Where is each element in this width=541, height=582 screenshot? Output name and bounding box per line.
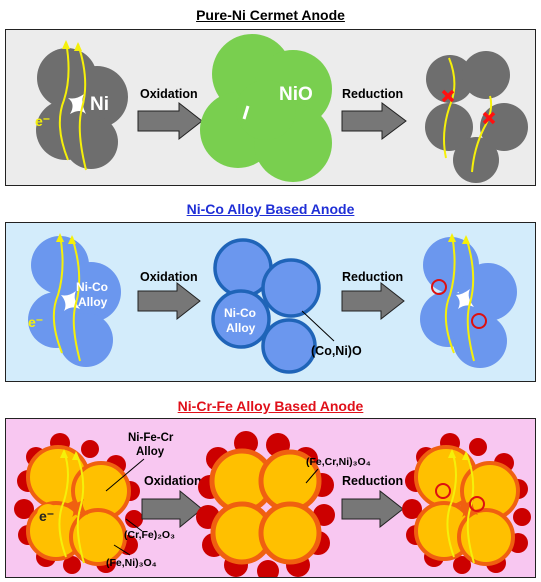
crack-x-icon [441,89,496,125]
oxidation-arrow-icon [137,281,201,321]
pore-shape [458,499,478,517]
electron-badge [37,504,59,526]
nio-particle-cluster [200,34,332,182]
electron-label: e⁻ [39,508,54,524]
reduction-arrow-icon [341,281,405,321]
restored-electron-path [444,233,475,362]
restored-electron-path [446,449,475,564]
electron-path [58,40,87,171]
oxidation-arrow-icon [137,101,203,141]
oxidized-bumps [196,431,335,582]
oxide-inner-label-line1: Ni-Co [224,306,256,320]
nico-label-line1: Ni-Co [76,280,108,294]
callout-line [301,310,335,342]
alloy-label-line2: Alloy [136,446,165,458]
oxidized-alloy-cluster [209,448,322,565]
panel-pure-ni: e⁻ Ni Oxidation NiO Reduction [5,29,536,186]
oxidation-label: Oxidation [144,474,202,488]
alloy-label-line1: Ni-Fe-Cr [128,432,174,444]
oxide-callout: (Co,Ni)O [311,344,362,358]
electron-label: e⁻ [35,113,50,129]
oxide-inner-label-line2: Alloy [226,321,256,335]
callout-cr-fe-oxide: (Cr,Fe)₂O₃ [124,529,175,541]
ni-cr-fe-diagram: e⁻ Ni-Fe-Cr Alloy (Cr,Fe)₂O₃ (Fe,Ni)₃O₄ … [14,431,531,582]
panel-ni-cr-fe: e⁻ Ni-Fe-Cr Alloy (Cr,Fe)₂O₃ (Fe,Ni)₃O₄ … [5,418,536,582]
nico-label-line2: Alloy [78,295,108,309]
oxidation-label: Oxidation [140,87,198,101]
oxidation-arrow-icon [141,489,203,529]
reduction-label: Reduction [342,474,403,488]
fecrni-callout-line [305,468,319,484]
ni-co-diagram: e⁻ Ni-Co Alloy Oxidation Ni-Co Alloy (Co… [28,233,517,374]
alloy-particle-cluster [26,445,131,566]
reduced-alloy-cluster [414,445,520,566]
reduction-label: Reduction [342,270,403,284]
electron-label: e⁻ [28,314,43,330]
nio-crack-mark [242,105,250,120]
reduction-label: Reduction [342,87,403,101]
reduction-arrow-icon [341,489,404,529]
contact-ring-icon [435,483,485,512]
panel-3-title: Ni-Cr-Fe Alloy Based Anode [177,398,364,414]
electron-path [52,233,81,362]
callout-fe-ni-oxide: (Fe,Ni)₃O₄ [106,557,157,569]
contact-ring-icon [431,279,487,329]
nico-oxidized-cluster [211,238,321,374]
pure-ni-diagram: e⁻ Ni Oxidation NiO Reduction [35,34,528,183]
callout-fe-cr-ni-oxide: (Fe,Cr,Ni)₃O₄ [306,456,371,468]
nio-label: NiO [279,84,313,105]
electron-path [58,449,85,564]
feni-callout-line [113,544,131,556]
panel-1-title: Pure-Ni Cermet Anode [196,7,345,23]
reduction-arrow-icon [341,102,407,140]
oxidation-label: Oxidation [140,270,198,284]
ni-label: Ni [90,94,109,115]
panel-2-title: Ni-Co Alloy Based Anode [186,201,355,217]
pore-shape [68,499,88,517]
panel-ni-co: e⁻ Ni-Co Alloy Oxidation Ni-Co Alloy (Co… [5,222,536,382]
alloy-callout-line [105,458,145,492]
cr-callout-line [125,518,143,532]
reduced-ni-cluster [425,51,528,183]
